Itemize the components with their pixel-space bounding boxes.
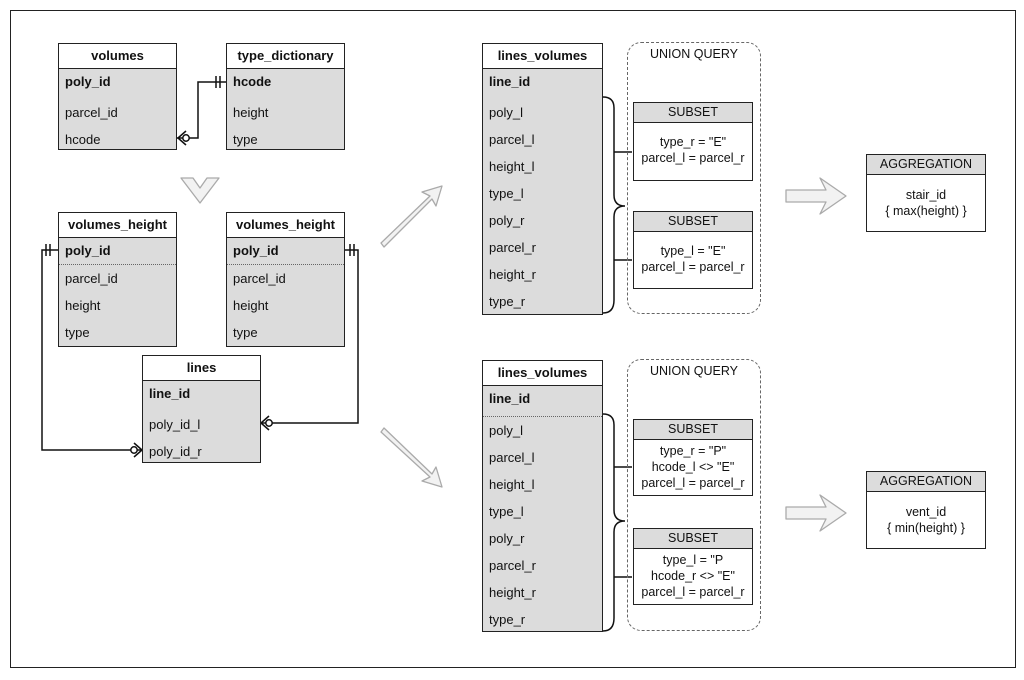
- table-title: lines_volumes: [483, 361, 602, 386]
- relation-volumes-type-dictionary: [176, 81, 226, 139]
- field: poly_l: [489, 105, 523, 120]
- relation-volumes-height-right-lines: [261, 249, 359, 424]
- arrow-right-icon-bottom: [785, 494, 847, 532]
- field: type: [233, 132, 258, 147]
- field: poly_r: [489, 531, 525, 546]
- field: type_r: [489, 612, 526, 627]
- field: parcel_id: [65, 105, 118, 120]
- field: type: [233, 325, 258, 340]
- aggregation-id: stair_id: [905, 188, 947, 202]
- subset-condition: type_r = "P": [659, 444, 727, 458]
- subset-title: SUBSET: [634, 420, 752, 440]
- brace-top-left-side: [602, 96, 626, 314]
- field: height_r: [489, 267, 536, 282]
- primary-key: poly_id: [65, 74, 111, 89]
- table-lines-volumes-top[interactable]: lines_volumes line_id poly_l parcel_l he…: [482, 43, 603, 315]
- field: parcel_l: [489, 450, 535, 465]
- field: height_l: [489, 477, 535, 492]
- aggregation-title: AGGREGATION: [867, 472, 985, 492]
- subset-condition: type_l = "E": [660, 244, 726, 258]
- subset-title: SUBSET: [634, 103, 752, 123]
- arrow-up-right-icon: [380, 185, 443, 248]
- subset-box[interactable]: SUBSET type_l = "P hcode_r <> "E" parcel…: [633, 528, 753, 605]
- primary-key: line_id: [489, 74, 531, 89]
- aggregation-function: { max(height) }: [885, 204, 967, 218]
- field: parcel_id: [227, 264, 344, 292]
- table-title: lines_volumes: [483, 44, 602, 69]
- field: height: [233, 105, 269, 120]
- field: height: [65, 298, 101, 313]
- subset-condition: type_l = "P: [662, 553, 724, 567]
- table-title: volumes: [59, 44, 176, 69]
- subset-condition: parcel_l = parcel_r: [641, 476, 745, 490]
- arrow-down-right-icon: [380, 427, 443, 488]
- subset-title: SUBSET: [634, 212, 752, 232]
- field: hcode: [65, 132, 101, 147]
- field: type_l: [489, 186, 524, 201]
- subset-box[interactable]: SUBSET type_r = "E" parcel_l = parcel_r: [633, 102, 753, 181]
- aggregation-box-top[interactable]: AGGREGATION stair_id { max(height) }: [866, 154, 986, 232]
- diagram-frame: [10, 10, 1016, 668]
- subset-condition: parcel_l = parcel_r: [641, 585, 745, 599]
- field: height_l: [489, 159, 535, 174]
- primary-key: hcode: [233, 74, 272, 89]
- table-title: volumes_height: [227, 213, 344, 238]
- subset-condition: parcel_l = parcel_r: [641, 260, 745, 274]
- table-lines[interactable]: lines line_id poly_id_l poly_id_r: [142, 355, 261, 463]
- primary-key: line_id: [149, 386, 191, 401]
- field: type_l: [489, 504, 524, 519]
- subset-title: SUBSET: [634, 529, 752, 549]
- primary-key: poly_id: [233, 243, 279, 258]
- field: poly_id_l: [149, 417, 201, 432]
- primary-key: line_id: [489, 391, 531, 406]
- table-volumes[interactable]: volumes poly_id parcel_id hcode: [58, 43, 177, 150]
- field: poly_id_r: [149, 444, 202, 459]
- aggregation-function: { min(height) }: [887, 521, 965, 535]
- field: parcel_r: [489, 240, 536, 255]
- subset-condition: type_r = "E": [659, 135, 727, 149]
- primary-key: poly_id: [65, 243, 111, 258]
- down-arrow-icon: [180, 177, 220, 204]
- union-query-label: UNION QUERY: [650, 364, 738, 378]
- subset-condition: hcode_r <> "E": [651, 569, 735, 583]
- field: height: [233, 298, 269, 313]
- field: poly_l: [483, 416, 602, 444]
- arrow-right-icon-top: [785, 177, 847, 215]
- aggregation-box-bottom[interactable]: AGGREGATION vent_id { min(height) }: [866, 471, 986, 549]
- union-query-top: UNION QUERY: [627, 42, 761, 314]
- field: type_r: [489, 294, 526, 309]
- aggregation-title: AGGREGATION: [867, 155, 985, 175]
- subset-condition: hcode_l <> "E": [651, 460, 735, 474]
- brace-bottom-left-side: [602, 413, 626, 632]
- union-query-label: UNION QUERY: [650, 47, 738, 61]
- field: parcel_id: [59, 264, 176, 292]
- field: parcel_r: [489, 558, 536, 573]
- table-lines-volumes-bottom[interactable]: lines_volumes line_id poly_l parcel_l he…: [482, 360, 603, 632]
- table-title: volumes_height: [59, 213, 176, 238]
- table-volumes-height-right[interactable]: volumes_height poly_id parcel_id height …: [226, 212, 345, 347]
- subset-box[interactable]: SUBSET type_r = "P" hcode_l <> "E" parce…: [633, 419, 753, 496]
- field: height_r: [489, 585, 536, 600]
- table-volumes-height-left[interactable]: volumes_height poly_id parcel_id height …: [58, 212, 177, 347]
- table-title: type_dictionary: [227, 44, 344, 69]
- union-query-bottom: UNION QUERY: [627, 359, 761, 631]
- table-type-dictionary[interactable]: type_dictionary hcode height type: [226, 43, 345, 150]
- subset-box[interactable]: SUBSET type_l = "E" parcel_l = parcel_r: [633, 211, 753, 289]
- field: parcel_l: [489, 132, 535, 147]
- field: poly_r: [489, 213, 525, 228]
- table-title: lines: [143, 356, 260, 381]
- field: type: [65, 325, 90, 340]
- aggregation-id: vent_id: [905, 505, 947, 519]
- subset-condition: parcel_l = parcel_r: [641, 151, 745, 165]
